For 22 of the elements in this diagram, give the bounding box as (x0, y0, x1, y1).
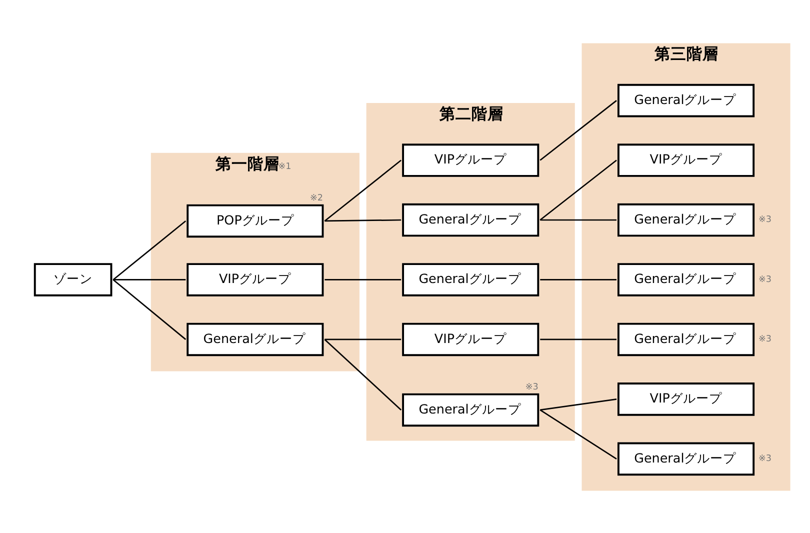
node-label: ※2 (310, 193, 323, 204)
connector (540, 338, 616, 340)
connector (540, 398, 617, 410)
connector (540, 408, 617, 459)
connector (324, 338, 402, 340)
node-label: ※3 (758, 274, 772, 284)
connector (324, 278, 402, 280)
node-label: ※1 (278, 161, 292, 172)
node-label: ※3 (758, 334, 772, 344)
node-label: ※3 (525, 382, 538, 392)
node-label: ※3 (758, 214, 772, 225)
connector (540, 278, 616, 280)
connector (112, 278, 186, 340)
connector (540, 159, 617, 220)
connector (324, 338, 402, 410)
connector (112, 220, 186, 280)
node-label: ※3 (758, 454, 772, 464)
connector (540, 218, 616, 220)
connector (324, 218, 402, 222)
connector (540, 100, 617, 160)
connector (324, 159, 402, 222)
connector (113, 278, 186, 280)
